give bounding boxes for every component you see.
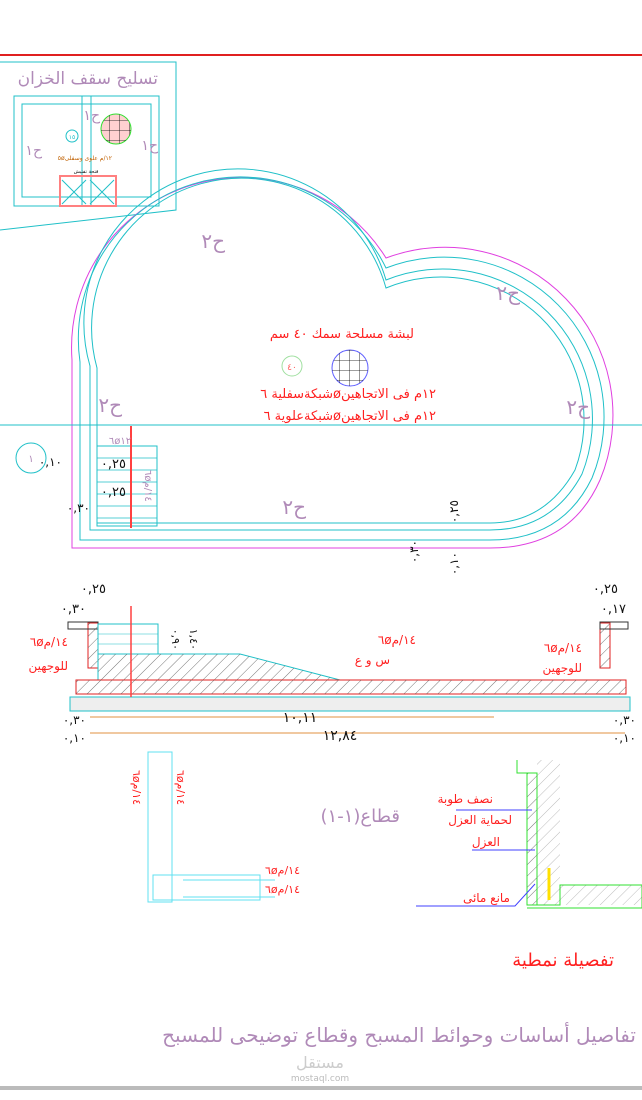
- half-brick-label: نصف طوبة: [437, 792, 493, 807]
- wall-label-1: ٦ø١٤/م: [130, 770, 143, 805]
- typical-detail-title: تفصيلة نمطية: [512, 950, 614, 971]
- dim-0-25c: ٠,٢٥: [447, 500, 461, 523]
- stair-rebar: ٦ø١٢: [109, 436, 131, 447]
- slab-note: لبشة مسلحة سمك ٤٠ سم: [270, 327, 414, 342]
- wall-rebar-detail: ٦ø١٤/م ٦ø١٤/م ٦ø١٤/م ٦ø١٤/م قطاع(١-١): [130, 751, 401, 903]
- tank-slab-label: ح١: [25, 143, 43, 159]
- top-mesh-note: شبكةعلوية ٦ø١٢م فى الاتجاهين: [264, 409, 436, 424]
- insulation-label: العزل: [472, 835, 500, 850]
- edge-dim-010-right: ٠,١٠: [613, 731, 636, 745]
- tank-roof-detail: تسليح سقف الخزان ١٥ ح١ ح١ ح١ ٥ø١٢/م علوى…: [0, 61, 177, 231]
- dim-12-84: ١٢,٨٤: [323, 728, 358, 744]
- edge-dim-010-left: ٠,١٠: [63, 731, 86, 745]
- sec-dim-030-left: ٠,٣٠: [61, 602, 86, 617]
- floor-note: س و ع: [355, 653, 390, 668]
- slab-label-3: ح٢: [98, 393, 122, 417]
- stair-rebar-2: ٦ø١٤/م: [142, 470, 153, 502]
- watermark-logo: مستقل: [296, 1053, 344, 1072]
- wall-label-3: ٦ø١٤/م: [265, 864, 300, 877]
- insulation-protection-label: لحماية العزل: [448, 813, 512, 828]
- drawing-title: تفاصيل أساسات وحوائط المسبح وقطاع توضيحى…: [162, 1022, 636, 1047]
- tank-slab-label-right: ح١: [141, 138, 159, 154]
- edge-dim-030-left: ٠,٣٠: [63, 713, 86, 727]
- bottom-mesh-note: شبكةسفلية ٦ø١٢م فى الاتجاهين: [260, 387, 436, 402]
- dim-0-30: ٠,٣٠: [67, 501, 90, 515]
- pool-plan: ١ ٦ø١٢ ٦ø١٤/م ح٢ ح٢ ح٢ ح٢ ح٢ لبشة مسلحة …: [0, 168, 642, 575]
- section-mark: ١: [28, 454, 33, 465]
- waterstop-label: مانع مائى: [463, 891, 510, 905]
- dim-10-11: ١٠,١١: [283, 710, 318, 726]
- slab-label-2: ح٢: [496, 281, 520, 305]
- dim-0-10b: ٠,١٠: [447, 552, 461, 575]
- both-faces-left: للوجهين: [28, 659, 68, 674]
- step-dim-090: ٠,٩٠: [169, 629, 182, 650]
- dim-0-25a: ٠,٢٥: [101, 457, 126, 472]
- wall-label-4: ٦ø١٤/م: [265, 883, 300, 896]
- section-title: قطاع(١-١): [321, 806, 401, 827]
- wall-rebar-left: ٦ø١٤/م: [30, 635, 68, 649]
- slab-label-1: ح٢: [201, 229, 225, 253]
- watermark-url: mostaql.com: [291, 1074, 349, 1084]
- edge-dim-030-right: ٠,٣٠: [613, 713, 636, 727]
- both-faces-right: للوجهين: [542, 661, 582, 676]
- tank-circle-no: ١٥: [69, 134, 75, 141]
- step-dim-140: ١,٤٠: [187, 629, 200, 650]
- bottom-bar: [0, 1086, 642, 1090]
- tank-rebar-note: ٥ø١٢/م علوى وسفلى: [58, 155, 112, 162]
- pool-section: ٠,٢٥ ٠,٣٠ ٠,٢٥ ٠,١٧ ٠,٩٠ ١,٤٠ ٦ø١٤/م للو…: [28, 582, 636, 745]
- dim-0-10: ٠,١٠: [39, 455, 62, 469]
- typical-detail: نصف طوبة لحماية العزل العزل مانع مائى تف…: [416, 760, 642, 971]
- dim-0-25b: ٠,٢٥: [101, 485, 126, 500]
- tank-roof-title: تسليح سقف الخزان: [18, 69, 159, 89]
- floor-rebar: ٦ø١٤/م: [378, 633, 416, 647]
- wall-rebar-right: ٦ø١٤/م: [544, 641, 582, 655]
- slab-label-4: ح٢: [566, 395, 590, 419]
- slab-label-5: ح٢: [282, 495, 306, 519]
- opening-label: فتحة تفتيش: [74, 169, 99, 175]
- sec-dim-017-right: ٠,١٧: [601, 602, 626, 617]
- dim-0-30b: ٠,٣٠: [407, 540, 421, 563]
- slab-circle-no: ٤٠: [287, 363, 297, 373]
- wall-label-2: ٦ø١٤/م: [174, 770, 187, 805]
- tank-slab-label-top: ح١: [83, 108, 101, 124]
- sec-dim-025-right: ٠,٢٥: [593, 582, 618, 597]
- sec-dim-025-left: ٠,٢٥: [81, 582, 106, 597]
